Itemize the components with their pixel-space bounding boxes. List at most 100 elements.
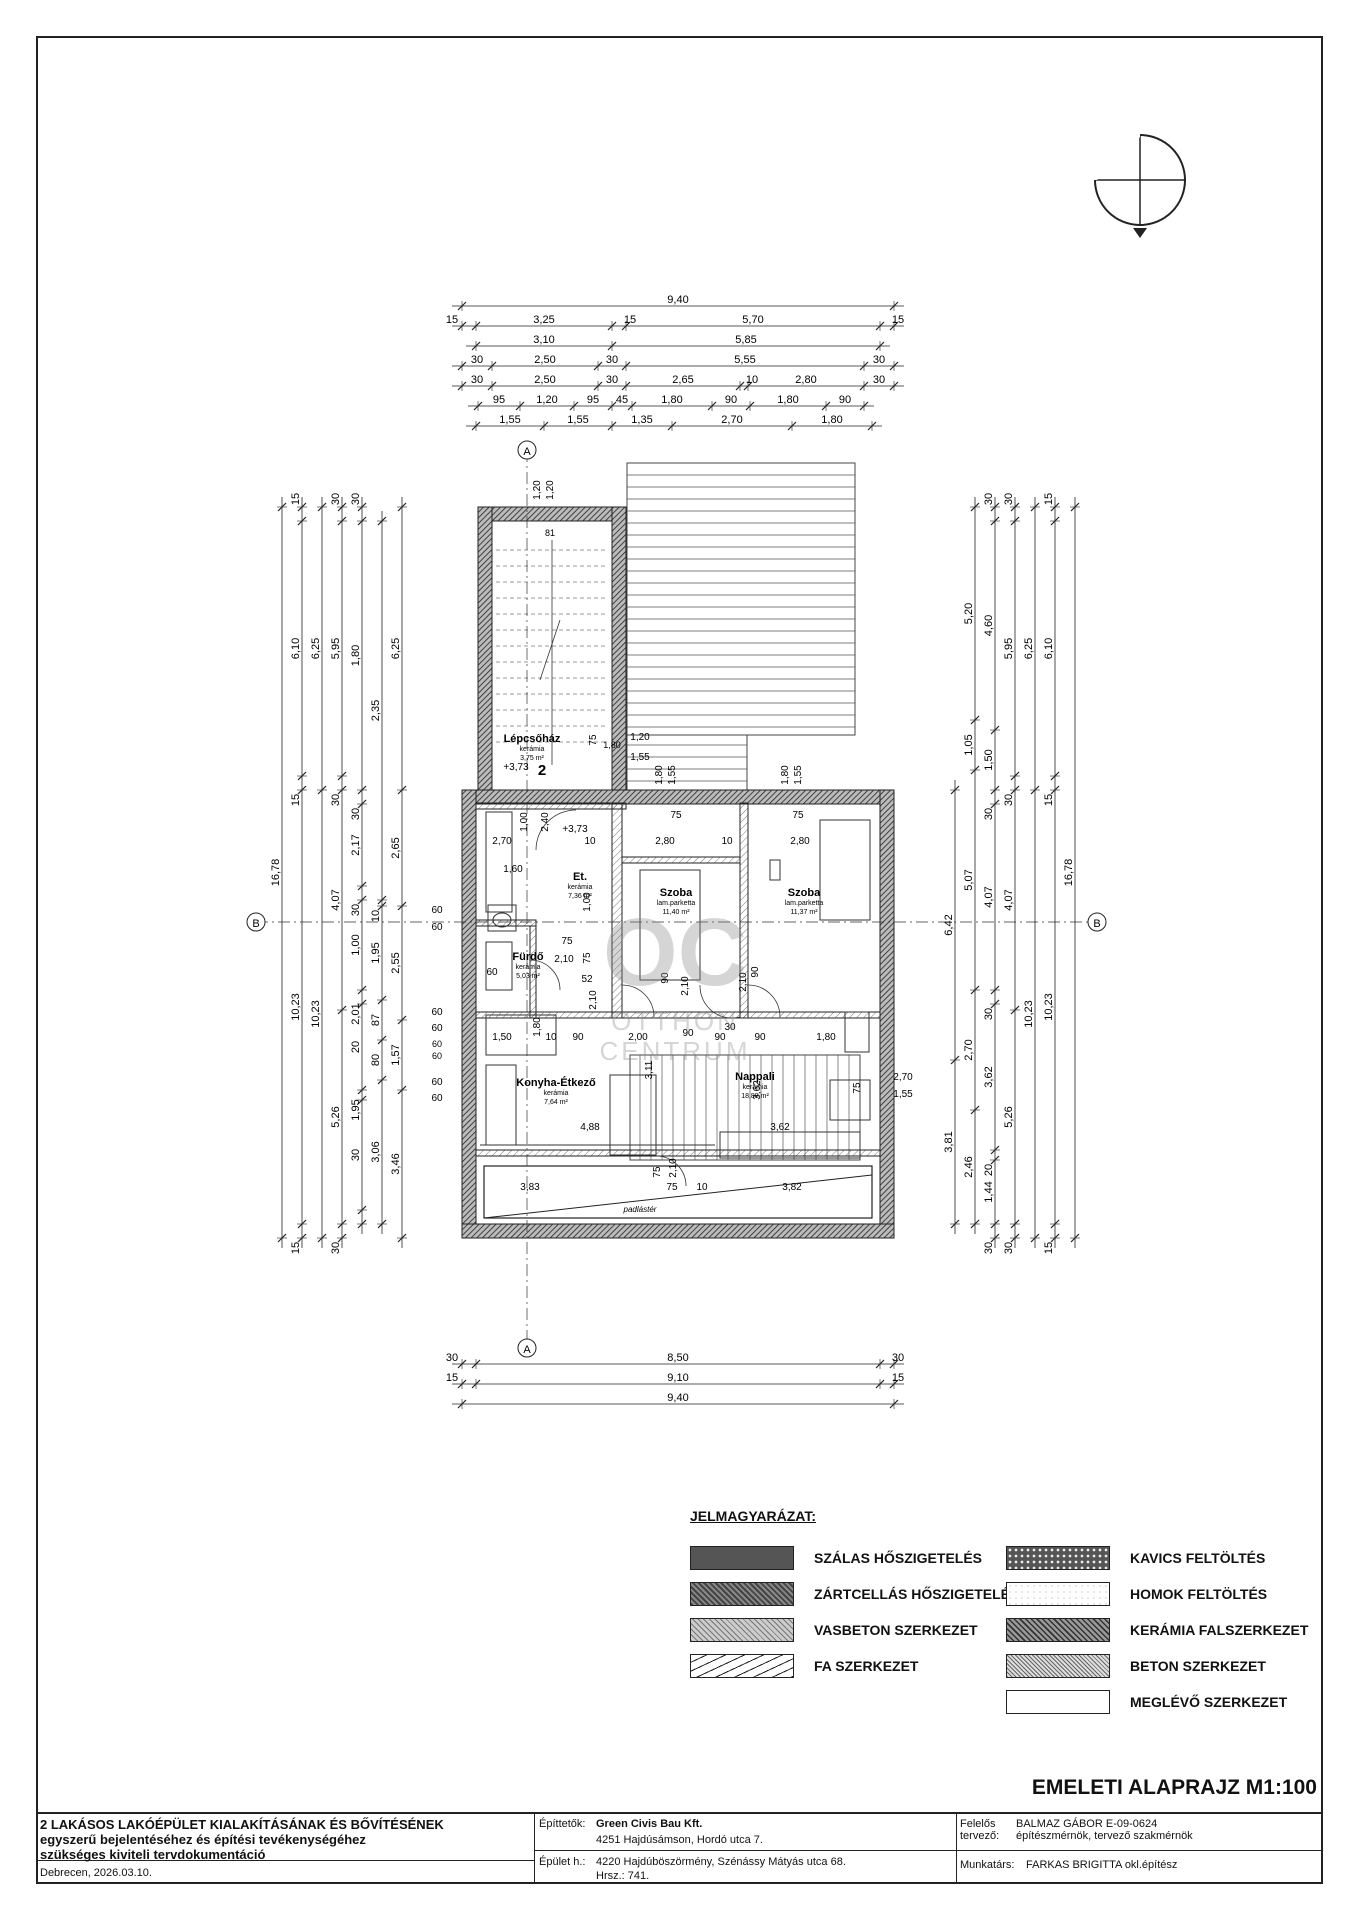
svg-text:A: A [523,446,531,458]
stair-number: 2 [538,762,546,779]
place-date: Debrecen, 2026.03.10. [40,1867,152,1879]
svg-text:lam.parketta: lam.parketta [785,900,824,907]
dim-label: 5,85 [735,334,756,346]
dim-label: 95 [587,394,599,406]
legend-swatch [1006,1654,1110,1678]
dim-label: 1,95 [370,942,382,963]
inner-dim-label: 10 [696,1182,708,1193]
dim-label: 1,57 [390,1044,402,1065]
inner-dim-label: 1,55 [630,752,650,763]
svg-text:B: B [1093,918,1100,930]
dim-label: 20 [983,1164,995,1176]
dim-label: 30 [983,808,995,820]
svg-text:kerámia: kerámia [568,884,593,891]
svg-text:11,40 m²: 11,40 m² [662,909,690,916]
dim-label: 1,55 [567,414,588,426]
dim-label: 15 [290,1242,302,1254]
legend-item-mineral-wool: SZÁLAS HŐSZIGETELÉS [690,1546,982,1570]
dim-label: 1,00 [350,934,362,955]
dim-label: 30 [471,354,483,366]
svg-text:kerámia: kerámia [743,1084,768,1091]
dim-label: 2,70 [721,414,742,426]
dim-label: 2,50 [534,354,555,366]
otthon-centrum-watermark: OC OTTHON CENTRUM [600,899,748,1066]
inner-dim-label: 75 [666,1182,678,1193]
dim-label: 30 [873,354,885,366]
dim-label: 10,23 [1043,993,1055,1021]
inner-dim-label: 1,20 [630,732,650,743]
dim-label: 6,25 [1023,638,1035,659]
exterior-walls [461,506,895,1239]
dim-label: 30 [606,374,618,386]
dim-label: 15 [290,493,302,505]
svg-text:OTTHON: OTTHON [611,1006,739,1036]
svg-text:Nappali: Nappali [735,1071,775,1083]
dim-label: 2,50 [534,374,555,386]
inner-dim-label: 75 [582,952,593,964]
dim-label: 2,01 [350,1003,362,1024]
legend-swatch [690,1654,794,1678]
svg-text:kerámia: kerámia [516,964,541,971]
dim-label: 5,95 [330,638,342,659]
inner-dim-label: 60 [432,1051,442,1061]
dim-label: 1,35 [631,414,652,426]
dim-label: 1,80 [777,394,798,406]
dim-label: 5,95 [1003,638,1015,659]
dim-label: 1,50 [983,749,995,770]
inner-dim-label: 2,80 [655,836,675,847]
inner-dim-label: 60 [431,1007,443,1018]
dim-label: 30 [983,1242,995,1254]
dim-label: 15 [892,1372,904,1384]
inner-dim-label: 60 [431,1023,443,1034]
dim-label: 6,25 [390,638,402,659]
dim-label: 9,10 [667,1372,688,1384]
dim-label: 10,23 [1023,1000,1035,1028]
dim-label: 5,20 [963,603,975,624]
axis-markers: A A B B [246,440,1107,1358]
inner-dim-label: 60 [486,967,498,978]
inner-dim-label: 3,62 [752,1080,763,1100]
inner-dim-label: 60 [431,905,443,916]
dim-label: 2,55 [390,952,402,973]
inner-dim-label: 75 [670,810,682,821]
furniture [480,811,871,1159]
dim-label: 2,17 [350,834,362,855]
inner-dim-label: 2,00 [628,1032,648,1043]
dim-label: 30 [350,904,362,916]
dim-label: 15 [1043,794,1055,806]
dim-label: 5,70 [742,314,763,326]
dim-label: 80 [370,1054,382,1066]
dim-label: 20 [350,1041,362,1053]
inner-dim-label: 10 [545,1032,557,1043]
dim-label: 1,80 [350,645,362,666]
attic-label: padlástér [623,1205,657,1214]
svg-text:7,64 m²: 7,64 m² [544,1099,568,1106]
dim-label: 3,10 [533,334,554,346]
svg-text:kerámia: kerámia [544,1090,569,1097]
svg-text:Lépcsőház: Lépcsőház [504,733,561,745]
dim-label: 95 [493,394,505,406]
dim-label: 30 [1003,794,1015,806]
legend-item-sand-fill: HOMOK FELTÖLTÉS [1006,1582,1267,1606]
dim-label: 30 [873,374,885,386]
inner-dim-label: 10 [584,836,596,847]
inner-dim-label: 10 [721,836,733,847]
dim-label: 1,20 [536,394,557,406]
staff-name: FARKAS BRIGITTA okl.építész [1026,1859,1178,1871]
dim-label: 2,35 [370,700,382,721]
dim-label: 15 [446,1372,458,1384]
inner-dim-label: 3,11 [644,1060,655,1079]
svg-text:Et.: Et. [573,871,587,883]
level-mark: +3,73 [503,762,529,773]
plot-number: Hrsz.: 741. [596,1870,650,1882]
inner-dim-label: 2,10 [588,990,599,1010]
dim-label: 30 [350,493,362,505]
legend-item-timber: FA SZERKEZET [690,1654,919,1678]
dim-label: 2,65 [390,837,402,858]
dim-label: 30 [983,493,995,505]
dim-label: 6,42 [943,914,955,935]
inner-dim-label: 3,82 [782,1182,802,1193]
